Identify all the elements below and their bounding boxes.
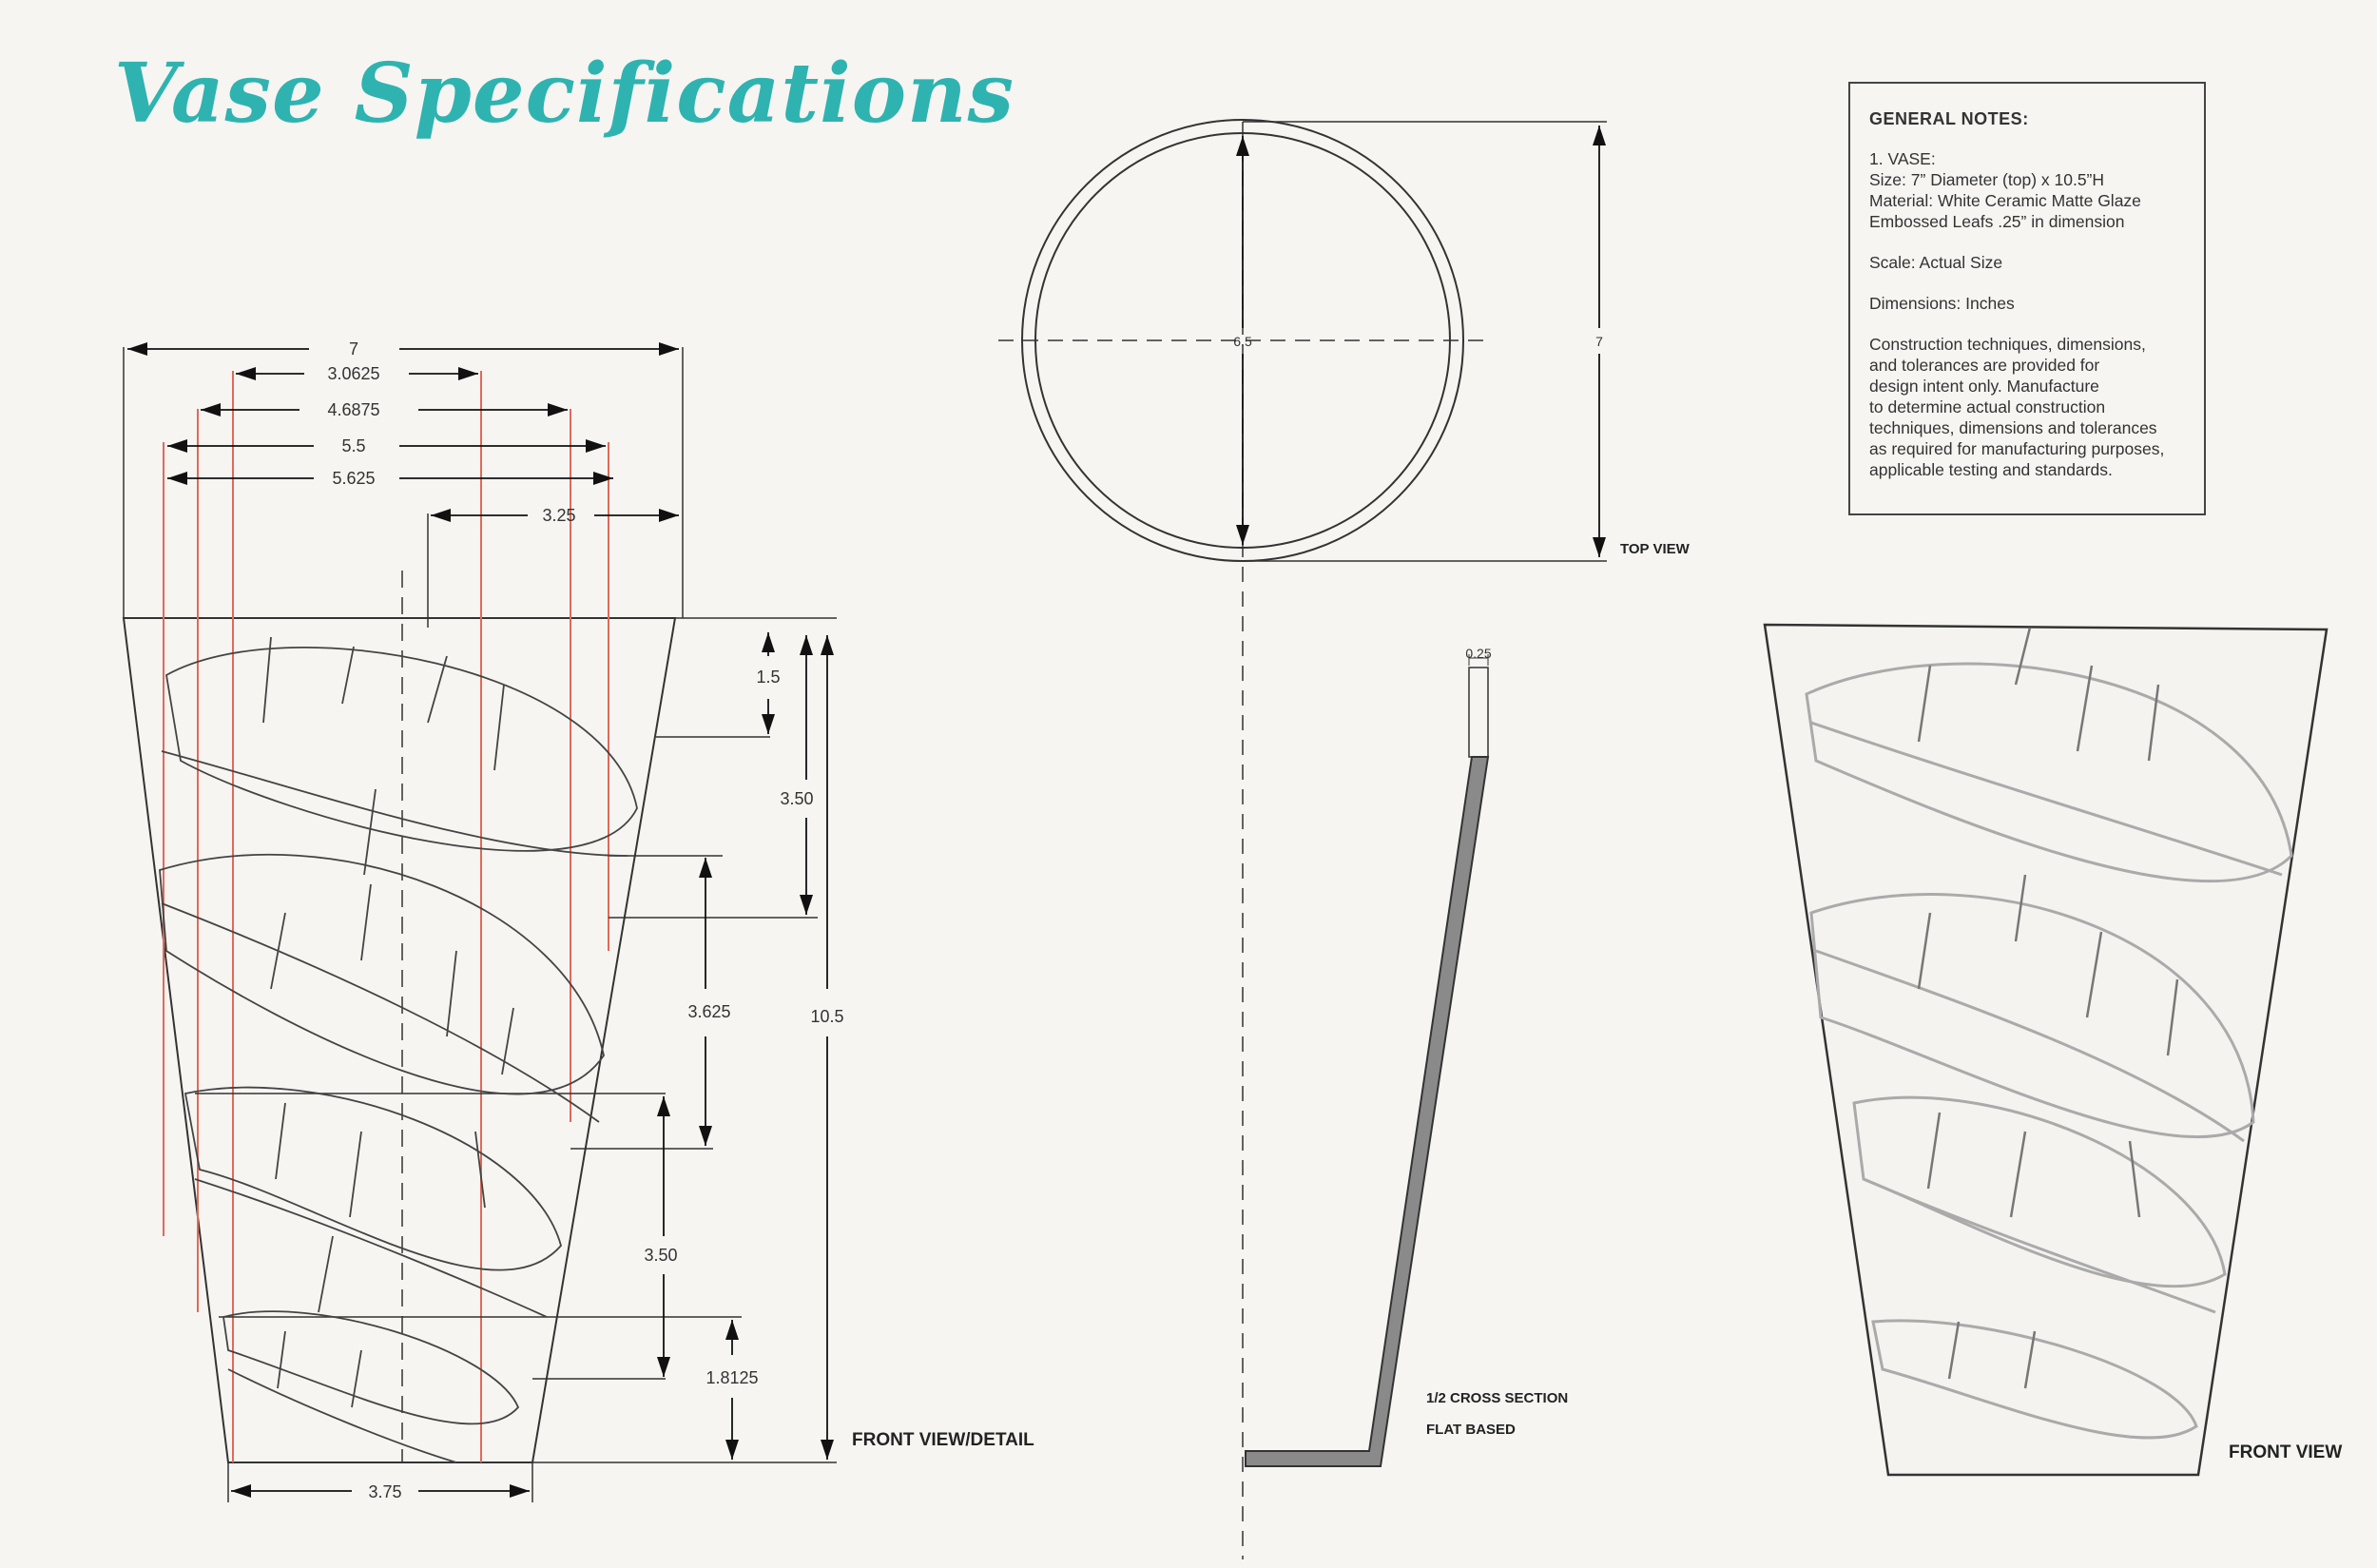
- front-view-render: [1763, 623, 2329, 1477]
- label-front-view: FRONT VIEW: [2229, 1442, 2342, 1462]
- dim-10-5: 10.5: [810, 1007, 843, 1026]
- page-title: Vase Specifications: [114, 46, 1015, 142]
- cross-section: [1245, 654, 1490, 1467]
- dim-7: 7: [349, 339, 358, 358]
- label-front-view-detail: FRONT VIEW/DETAIL: [852, 1430, 1034, 1450]
- dim-1-8125: 1.8125: [705, 1368, 758, 1387]
- notes-vase-label: 1. VASE:: [1869, 149, 1936, 168]
- dimension-lines: [127, 342, 834, 1498]
- extension-lines: [123, 347, 837, 1502]
- dim-4-6875: 4.6875: [327, 400, 379, 419]
- notes-construction: Construction techniques, dimensions, and…: [1869, 334, 2185, 480]
- leaf-embossing: [159, 636, 638, 1463]
- dim-5-625: 5.625: [332, 469, 375, 488]
- notes-size: Size: 7” Diameter (top) x 10.5”H: [1869, 170, 2105, 189]
- notes-scale: Scale: Actual Size: [1869, 253, 2003, 272]
- label-flat-based: FLAT BASED: [1426, 1422, 1516, 1438]
- notes-vase: 1. VASE: Size: 7” Diameter (top) x 10.5”…: [1869, 148, 2185, 232]
- dim-3-50-upper: 3.50: [780, 789, 813, 808]
- top-view: [998, 119, 1607, 1559]
- dim-wall-0-25: 0.25: [1465, 646, 1491, 661]
- dim-5-5: 5.5: [341, 436, 365, 455]
- front-view-detail: [122, 342, 837, 1502]
- notes-construction-line: design intent only. Manufacture: [1869, 377, 2099, 396]
- notes-dimensions: Dimensions: Inches: [1869, 294, 2015, 313]
- dim-3-50-lower: 3.50: [644, 1246, 677, 1265]
- label-cross-section: 1/2 CROSS SECTION: [1426, 1390, 1568, 1406]
- notes-construction-line: and tolerances are provided for: [1869, 356, 2100, 375]
- projection-guides: [163, 371, 609, 1462]
- top-view-labels: 6.5 7: [1233, 334, 1603, 349]
- front-detail-dimension-labels: 7 3.0625 4.6875 5.5 5.625 3.25 1.5 3.50 …: [327, 339, 843, 1501]
- notes-construction-line: as required for manufacturing purposes,: [1869, 439, 2165, 458]
- notes-construction-line: Construction techniques, dimensions,: [1869, 335, 2146, 354]
- dim-top-7: 7: [1595, 334, 1603, 349]
- notes-construction-line: applicable testing and standards.: [1869, 460, 2113, 479]
- notes-heading: GENERAL NOTES:: [1869, 109, 2029, 128]
- dim-6-5: 6.5: [1233, 334, 1252, 349]
- dim-3-625: 3.625: [687, 1002, 730, 1021]
- notes-material: Material: White Ceramic Matte Glaze: [1869, 191, 2141, 210]
- dim-3-75: 3.75: [368, 1482, 401, 1501]
- label-top-view: TOP VIEW: [1620, 541, 1691, 557]
- dim-1-5: 1.5: [756, 668, 780, 687]
- notes-construction-line: to determine actual construction: [1869, 397, 2106, 416]
- dim-3-0625: 3.0625: [327, 364, 379, 383]
- notes-embossed: Embossed Leafs .25” in dimension: [1869, 212, 2125, 231]
- wall-profile: [1245, 756, 1490, 1467]
- vase-outline: [122, 617, 677, 1463]
- notes-construction-line: techniques, dimensions and tolerances: [1869, 418, 2157, 437]
- general-notes-box: GENERAL NOTES: 1. VASE: Size: 7” Diamete…: [1848, 82, 2206, 515]
- dim-3-25: 3.25: [542, 506, 575, 525]
- vase-render-outline: [1763, 623, 2329, 1477]
